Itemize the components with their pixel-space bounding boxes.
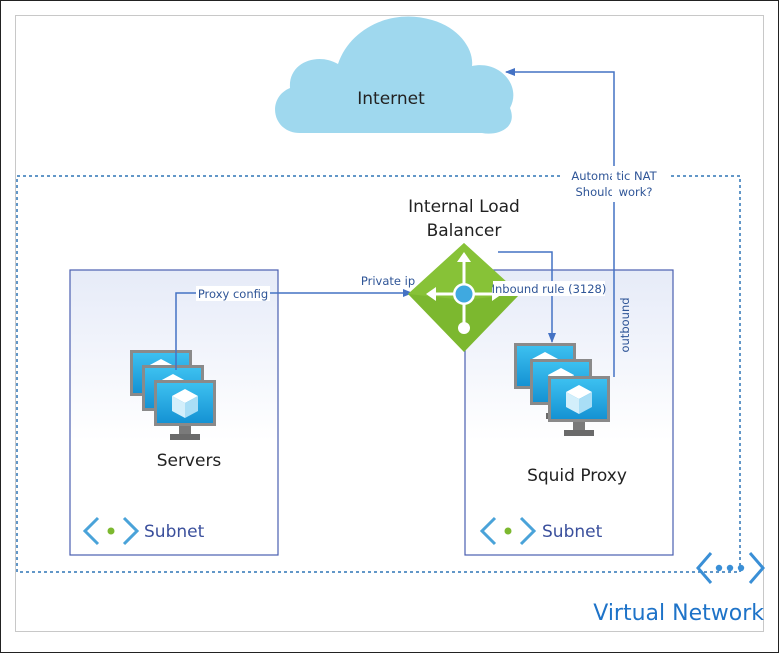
inner-frame xyxy=(15,15,764,632)
lb-label-line1: Internal Load xyxy=(408,197,520,217)
vnet-label: Virtual Network xyxy=(593,601,764,626)
inbound-rule-connector xyxy=(498,251,556,343)
outbound-connector xyxy=(505,68,615,377)
vnet-boundary xyxy=(16,175,741,573)
proxy-label: Squid Proxy xyxy=(527,466,627,486)
internet-cloud: Internet xyxy=(275,16,514,134)
internet-label: Internet xyxy=(357,89,425,109)
load-balancer-icon xyxy=(408,243,520,352)
proxy-config-label-bg xyxy=(196,286,270,301)
proxy-config-label: Proxy config xyxy=(198,287,268,301)
servers-label: Servers xyxy=(157,451,222,471)
subnet-icon xyxy=(479,516,537,546)
private-ip-label: Private ip xyxy=(361,274,415,288)
inbound-rule-label-bg xyxy=(493,281,605,296)
proxy-subnet-label: Subnet xyxy=(542,522,603,542)
servers-subnet-label: Subnet xyxy=(144,522,205,542)
inbound-rule-label: Inbound rule (3128) xyxy=(492,282,607,296)
lb-label-line2: Balancer xyxy=(427,221,502,241)
outbound-label: outbound xyxy=(618,297,632,352)
proxy-subnet: Squid Proxy Subnet xyxy=(464,269,674,556)
servers-subnet: Servers Subnet xyxy=(69,269,279,556)
outbound-connector-gap xyxy=(612,166,616,202)
proxy-config-connector xyxy=(175,289,413,370)
virtual-network-icon xyxy=(696,552,765,584)
subnet-icon xyxy=(82,516,140,546)
